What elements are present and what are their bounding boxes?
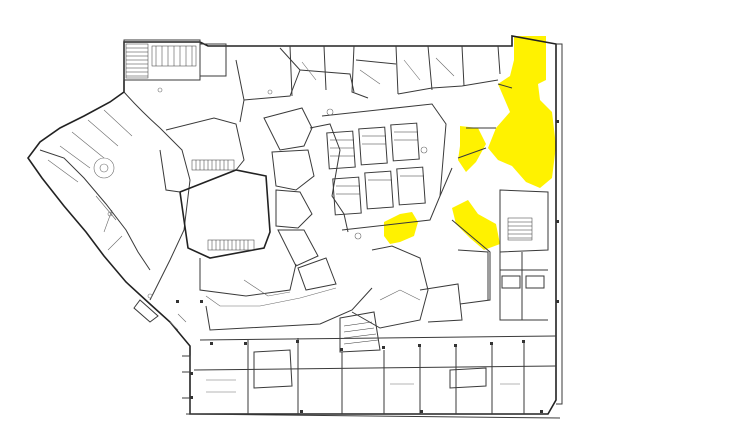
central-blocks xyxy=(309,103,447,233)
highlight-zone-south[interactable] xyxy=(452,200,500,250)
north-shops xyxy=(289,45,501,99)
northwest-stair-core xyxy=(123,39,227,81)
highlight-zone-center[interactable] xyxy=(458,126,486,172)
room-markers xyxy=(107,87,428,299)
east-wing xyxy=(439,83,549,321)
southwest-entry xyxy=(169,313,191,414)
highlight-zone-west[interactable] xyxy=(384,212,418,244)
building-outline xyxy=(27,35,563,419)
shop-ring xyxy=(205,47,373,331)
south-rooms xyxy=(339,245,489,353)
highlight-zone-east[interactable] xyxy=(488,36,556,188)
south-strip xyxy=(193,335,557,414)
structural-columns xyxy=(176,120,559,413)
highlighted-zones xyxy=(384,36,556,250)
central-atrium xyxy=(159,117,297,297)
west-wing xyxy=(39,91,191,323)
